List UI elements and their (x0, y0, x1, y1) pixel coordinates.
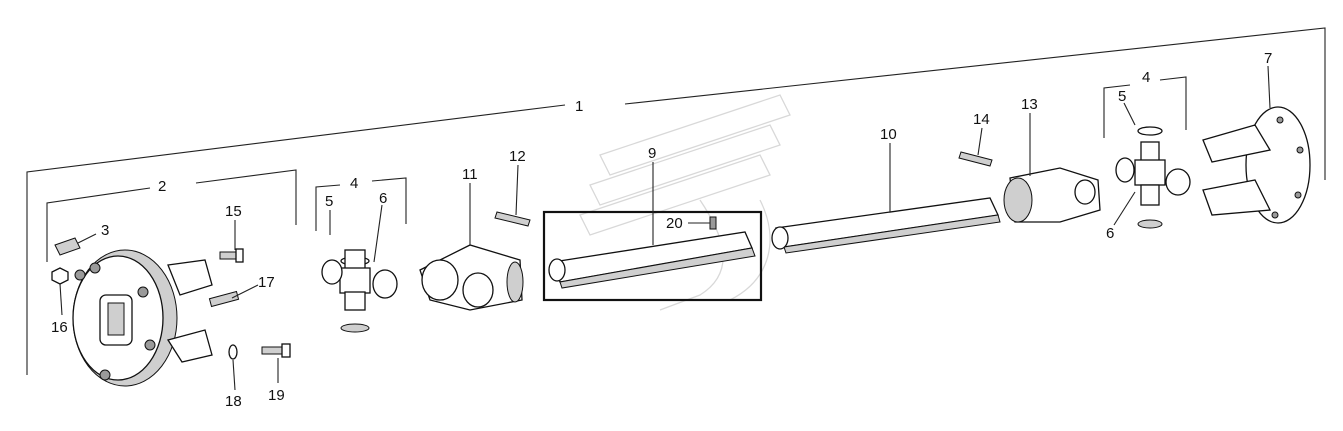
callout-11: 11 (462, 166, 478, 183)
part-13-yoke (1003, 167, 1101, 223)
callout-13: 13 (1021, 96, 1038, 113)
part-11-yoke (419, 244, 524, 311)
callout-18: 18 (225, 393, 242, 410)
callout-16: 16 (51, 319, 68, 336)
callout-5-right: 5 (1118, 88, 1126, 105)
part-cross-kit-left (321, 249, 398, 333)
part-17-screw (208, 290, 240, 308)
callout-15: 15 (225, 203, 242, 220)
part-cross-kit-right (1115, 126, 1191, 229)
part-12-pin (494, 211, 531, 227)
part-14-pin (958, 151, 993, 167)
part-15-bolt (219, 248, 244, 263)
callout-labels: 1 2 3 4 4 5 5 6 6 7 9 10 11 12 13 14 15 … (51, 50, 1272, 410)
callout-12: 12 (509, 148, 526, 165)
part-16-nut (51, 267, 69, 285)
callout-10: 10 (880, 126, 897, 143)
callout-4-right: 4 (1142, 69, 1150, 86)
callout-6-right: 6 (1106, 225, 1114, 242)
callout-2: 2 (158, 178, 166, 195)
part-18-washer (228, 344, 238, 360)
part-7-flange (1202, 106, 1311, 224)
callout-9: 9 (648, 145, 656, 162)
part-3-pin (54, 237, 81, 256)
callout-19: 19 (268, 387, 285, 404)
callout-7: 7 (1264, 50, 1272, 67)
callout-14: 14 (973, 111, 990, 128)
callout-20: 20 (666, 215, 683, 232)
part-20-grease-nipple (709, 216, 717, 230)
callout-3: 3 (101, 222, 109, 239)
leader-lines (59, 65, 1271, 391)
part-flange-yoke (72, 249, 213, 387)
callout-6-left: 6 (379, 190, 387, 207)
part-19-bolt (261, 343, 291, 358)
part-10-tube (771, 197, 1001, 254)
callout-17: 17 (258, 274, 275, 291)
group-brackets (26, 27, 1326, 375)
callout-1: 1 (575, 98, 583, 115)
callout-4-left: 4 (350, 175, 358, 192)
callout-5-left: 5 (325, 193, 333, 210)
part-9-tube (542, 210, 763, 302)
